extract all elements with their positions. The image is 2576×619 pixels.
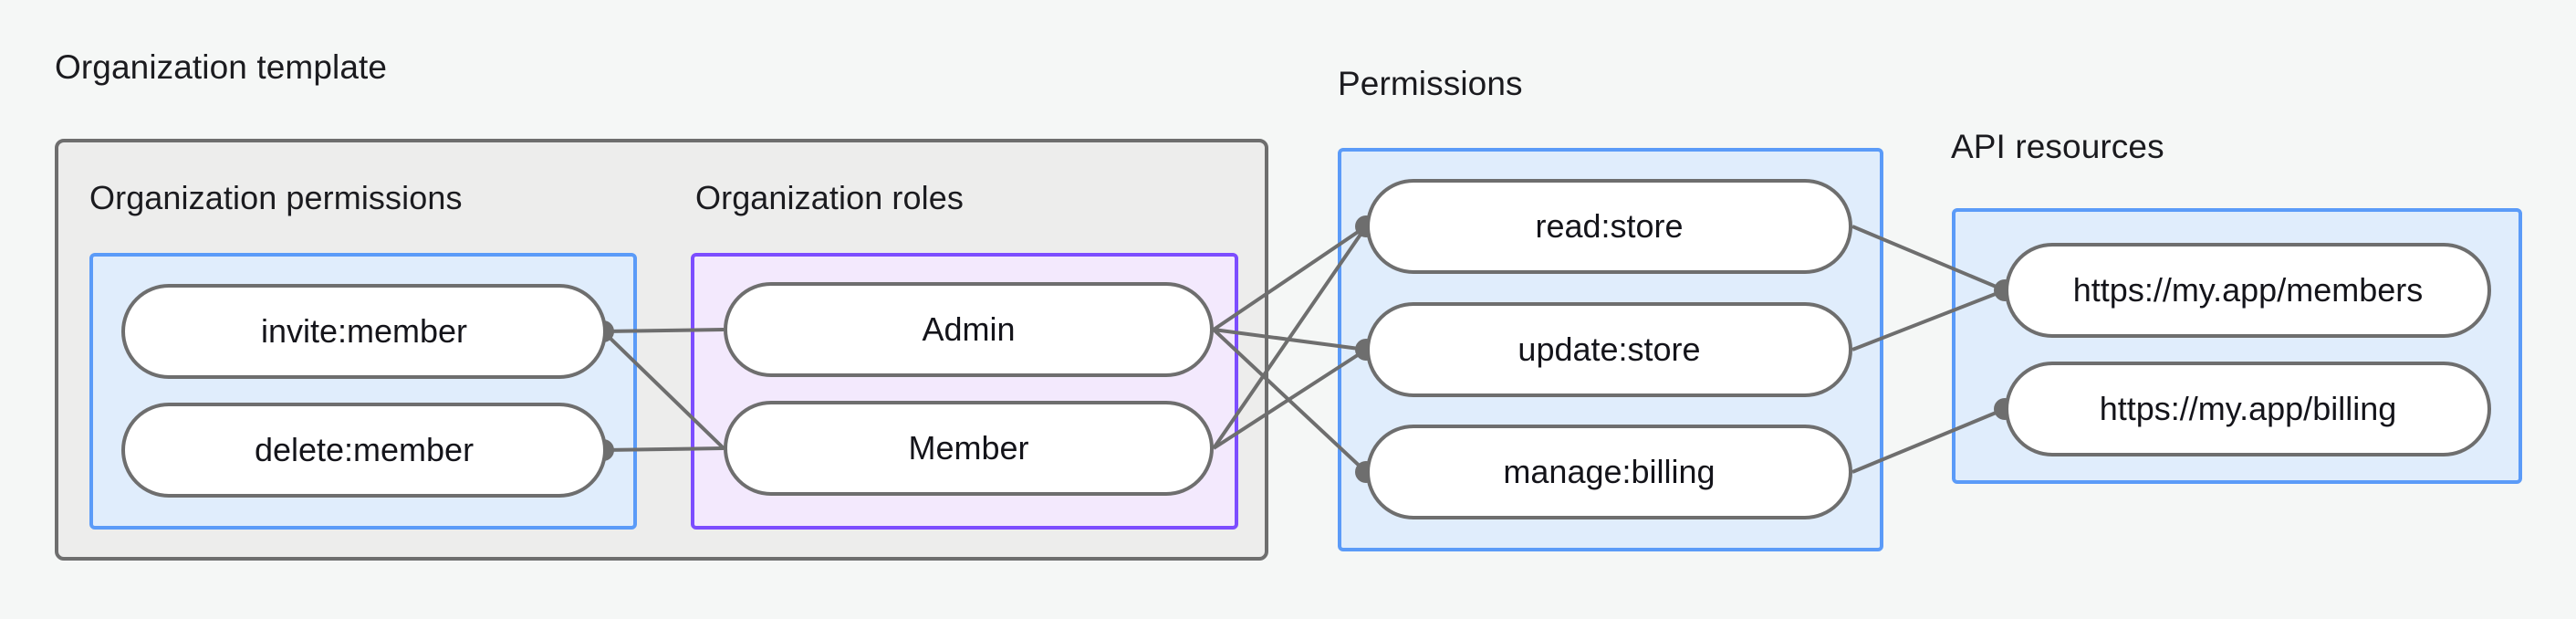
node-members-url[interactable]: https://my.app/members <box>2005 243 2491 338</box>
group-label-organization-template: Organization template <box>55 48 388 86</box>
group-label-organization-roles: Organization roles <box>695 179 964 216</box>
node-read-store[interactable]: read:store <box>1366 179 1852 274</box>
node-invite-member[interactable]: invite:member <box>121 284 607 379</box>
node-update-store[interactable]: update:store <box>1366 302 1852 397</box>
node-delete-member[interactable]: delete:member <box>121 403 607 498</box>
group-label-permissions: Permissions <box>1338 65 1523 102</box>
node-admin[interactable]: Admin <box>724 282 1214 377</box>
group-label-api-resources: API resources <box>1951 128 2164 165</box>
node-member[interactable]: Member <box>724 401 1214 496</box>
node-manage-billing[interactable]: manage:billing <box>1366 425 1852 519</box>
group-label-organization-permissions: Organization permissions <box>89 179 463 216</box>
node-billing-url[interactable]: https://my.app/billing <box>2005 362 2491 456</box>
